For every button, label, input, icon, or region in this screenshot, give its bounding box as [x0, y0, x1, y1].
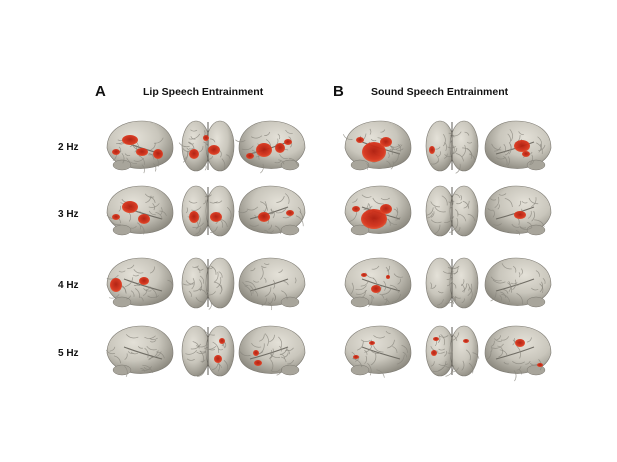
activation-cluster	[246, 153, 254, 159]
row-label-4hz: 4 Hz	[58, 280, 79, 291]
activation-cluster	[258, 212, 270, 222]
activation-cluster	[286, 210, 294, 216]
panel-title-b: Sound Speech Entrainment	[371, 86, 509, 98]
brain-view	[106, 257, 174, 308]
activation-cluster	[431, 350, 437, 356]
activation-cluster	[353, 355, 359, 359]
activation-cluster	[369, 341, 375, 345]
activation-cluster	[429, 146, 435, 154]
activation-cluster	[136, 148, 148, 156]
brain-view	[344, 185, 412, 236]
activation-cluster	[139, 277, 149, 285]
activation-cluster	[515, 339, 525, 347]
row-label-2hz: 2 Hz	[58, 142, 79, 153]
activation-cluster	[284, 139, 292, 145]
brain-view	[238, 185, 306, 236]
activation-cluster	[210, 212, 222, 222]
activation-cluster	[514, 140, 530, 152]
activation-cluster	[361, 273, 367, 277]
brain-view	[484, 185, 552, 236]
activation-cluster	[361, 209, 387, 229]
brain-view	[425, 325, 480, 377]
activation-cluster	[356, 137, 364, 143]
brain-view	[344, 257, 412, 308]
brain-view	[181, 185, 235, 237]
brain-view	[425, 257, 479, 309]
activation-cluster	[189, 149, 199, 159]
activation-cluster	[203, 135, 209, 141]
brain-view	[178, 120, 235, 172]
activation-cluster	[122, 135, 138, 145]
activation-cluster	[219, 338, 225, 344]
activation-cluster	[153, 149, 163, 159]
brain-view	[181, 257, 235, 310]
activation-cluster	[189, 211, 199, 223]
brain-view	[238, 325, 306, 376]
brain-view	[105, 325, 174, 377]
activation-cluster	[256, 143, 272, 157]
activation-cluster	[352, 206, 360, 212]
activation-cluster	[522, 151, 530, 157]
brain-view	[425, 185, 479, 237]
brain-view	[106, 185, 174, 236]
panel-letter-a: A	[95, 83, 106, 100]
row-label-5hz: 5 Hz	[58, 348, 79, 359]
row-label-3hz: 3 Hz	[58, 209, 79, 220]
activation-cluster	[537, 363, 543, 367]
activation-cluster	[112, 214, 120, 220]
activation-cluster	[514, 211, 526, 219]
activation-cluster	[275, 143, 285, 153]
brain-view	[235, 120, 306, 174]
activation-cluster	[208, 145, 220, 155]
activation-cluster	[254, 360, 262, 366]
activation-cluster	[433, 337, 439, 341]
activation-cluster	[371, 285, 381, 293]
activation-cluster	[112, 149, 120, 155]
panel-letter-b: B	[333, 83, 344, 100]
panel-title-a: Lip Speech Entrainment	[143, 86, 264, 98]
brain-view	[181, 325, 235, 378]
activation-cluster	[380, 204, 392, 214]
brain-view	[484, 257, 552, 308]
activation-cluster	[253, 350, 259, 356]
brain-view	[484, 325, 552, 382]
brain-view	[238, 257, 306, 311]
activation-cluster	[362, 142, 386, 162]
brain-view	[425, 120, 479, 174]
activation-cluster	[110, 278, 122, 292]
activation-cluster	[380, 137, 392, 147]
activation-cluster	[122, 201, 138, 213]
activation-cluster	[386, 275, 390, 279]
brain-view	[344, 325, 412, 378]
brain-view	[106, 120, 174, 174]
brain-view	[342, 120, 412, 171]
brain-view	[484, 120, 552, 171]
activation-cluster	[463, 339, 469, 343]
activation-cluster	[214, 355, 222, 363]
activation-cluster	[138, 214, 150, 224]
